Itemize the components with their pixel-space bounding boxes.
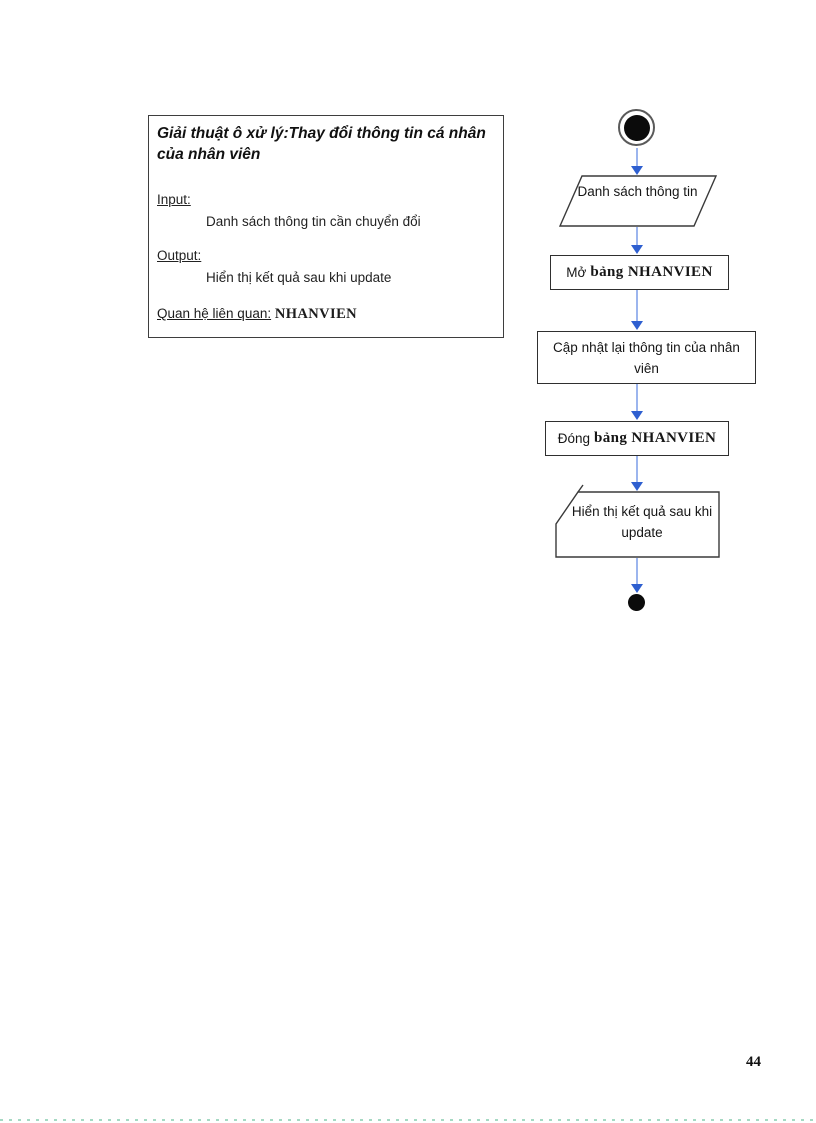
page-bottom-divider <box>0 1119 816 1121</box>
flow-arrow-3-head <box>631 321 643 330</box>
input-label: Input: <box>157 192 191 207</box>
output-label: Output: <box>157 248 202 263</box>
start-node <box>618 109 655 146</box>
relation-label: Quan hệ liên quan: <box>157 306 272 321</box>
flow-arrow-1-head <box>631 166 643 175</box>
algorithm-spec-box: Giải thuật ô xử lý:Thay đổi thông tin cá… <box>148 115 504 338</box>
display-shape-label: Hiển thị kết quả sau khi update <box>571 504 713 540</box>
input-shape-label: Danh sách thông tin <box>577 184 698 199</box>
open-table-prefix: Mở <box>566 265 587 280</box>
input-value: Danh sách thông tin cần chuyển đổi <box>206 214 421 229</box>
start-node-dot <box>623 114 650 141</box>
close-table-step: Đóng bảng NHANVIEN <box>545 421 729 456</box>
flow-arrow-4-head <box>631 411 643 420</box>
algorithm-title: Giải thuật ô xử lý:Thay đổi thông tin cá… <box>157 125 486 163</box>
flow-arrow-6-head <box>631 584 643 593</box>
update-step: Cập nhật lại thông tin của nhân viên <box>537 331 756 384</box>
flow-arrow-2-head <box>631 245 643 254</box>
relation-value: NHANVIEN <box>274 306 358 322</box>
close-table-prefix: Đóng <box>557 431 590 446</box>
open-table-step: Mở bảng NHANVIEN <box>550 255 729 290</box>
close-table-name: bảng NHANVIEN <box>593 430 717 446</box>
page-number: 44 <box>746 1054 761 1070</box>
relation-line: Quan hệ liên quan: NHANVIEN <box>157 306 357 323</box>
output-value: Hiển thị kết quả sau khi update <box>206 270 392 285</box>
display-shape-corner-tick <box>577 484 584 493</box>
flow-arrow-5-head <box>631 482 643 491</box>
end-node <box>628 594 645 611</box>
open-table-name: bảng NHANVIEN <box>590 264 713 280</box>
